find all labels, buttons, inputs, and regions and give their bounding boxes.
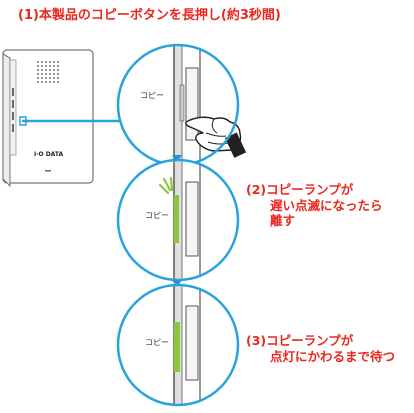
speaker-dot <box>45 61 47 63</box>
step3-line2: 点灯にかわるまで待つ <box>270 348 396 364</box>
speaker-dot <box>49 65 51 67</box>
zoom-circle-3: コピー <box>116 283 240 407</box>
pointing-hand-icon <box>185 116 247 158</box>
step2-line3: 離す <box>270 213 296 229</box>
zoom-ring-3 <box>116 283 240 407</box>
speaker-dot <box>57 69 59 71</box>
speaker-dot <box>45 69 47 71</box>
speaker-dot <box>37 61 39 63</box>
arrow-down-1-icon <box>172 155 182 162</box>
speaker-dot <box>57 73 59 75</box>
zoom-circle-2: コピー <box>116 158 240 282</box>
copy-button-highlight <box>19 116 27 126</box>
speaker-dot <box>57 61 59 63</box>
speaker-dot <box>45 77 47 79</box>
speaker-dot <box>37 81 39 83</box>
step2-instruction: (2)コピーランプが 遅い点滅になったら 離す <box>246 182 383 229</box>
device-brand: I·O DATA <box>34 151 63 158</box>
speaker-dot <box>49 81 51 83</box>
speaker-dot <box>49 61 51 63</box>
speaker-dot <box>37 77 39 79</box>
speaker-dot <box>57 77 59 79</box>
copy-lamp-blinking <box>174 195 179 243</box>
step3-line1: (3)コピーランプが <box>246 333 354 348</box>
device-body <box>2 49 94 184</box>
copy-button-zoom <box>179 84 185 122</box>
step2-line1: (2)コピーランプが <box>246 182 354 197</box>
speaker-dot <box>41 61 43 63</box>
speaker-dot <box>37 69 39 71</box>
device-illustration: I·O DATA <box>2 49 94 187</box>
device-leds <box>12 88 14 132</box>
speaker-dot <box>41 69 43 71</box>
speaker-dot <box>45 65 47 67</box>
speaker-dot <box>45 81 47 83</box>
copy-label-3: コピー <box>145 338 169 347</box>
speaker-dot <box>53 69 55 71</box>
copy-label-1: コピー <box>140 91 164 100</box>
device-bottom-mark <box>45 170 51 172</box>
speaker-dot <box>45 73 47 75</box>
zoom-circle-1: コピー <box>116 43 247 167</box>
blink-rays-icon <box>158 176 174 195</box>
speaker-dot <box>49 69 51 71</box>
step1-instruction: (1)本製品のコピーボタンを長押し(約3秒間) <box>18 8 281 23</box>
speaker-dot <box>53 65 55 67</box>
speaker-dot <box>37 73 39 75</box>
speaker-dot <box>41 81 43 83</box>
speaker-dot <box>41 77 43 79</box>
speaker-grille <box>37 61 59 83</box>
speaker-dot <box>57 65 59 67</box>
speaker-dot <box>37 65 39 67</box>
speaker-dot <box>53 73 55 75</box>
copy-lamp-lit <box>174 322 180 372</box>
arrow-down-2-icon <box>172 280 182 287</box>
speaker-dot <box>41 73 43 75</box>
speaker-dot <box>49 77 51 79</box>
speaker-dot <box>53 61 55 63</box>
speaker-dot <box>57 81 59 83</box>
speaker-dot <box>49 73 51 75</box>
step2-line2: 遅い点滅になったら <box>270 197 383 213</box>
device-side <box>2 53 11 187</box>
speaker-dot <box>41 65 43 67</box>
step3-instruction: (3)コピーランプが 点灯にかわるまで待つ <box>246 333 395 364</box>
speaker-dot <box>53 77 55 79</box>
speaker-dot <box>53 81 55 83</box>
copy-label-2: コピー <box>145 211 169 220</box>
